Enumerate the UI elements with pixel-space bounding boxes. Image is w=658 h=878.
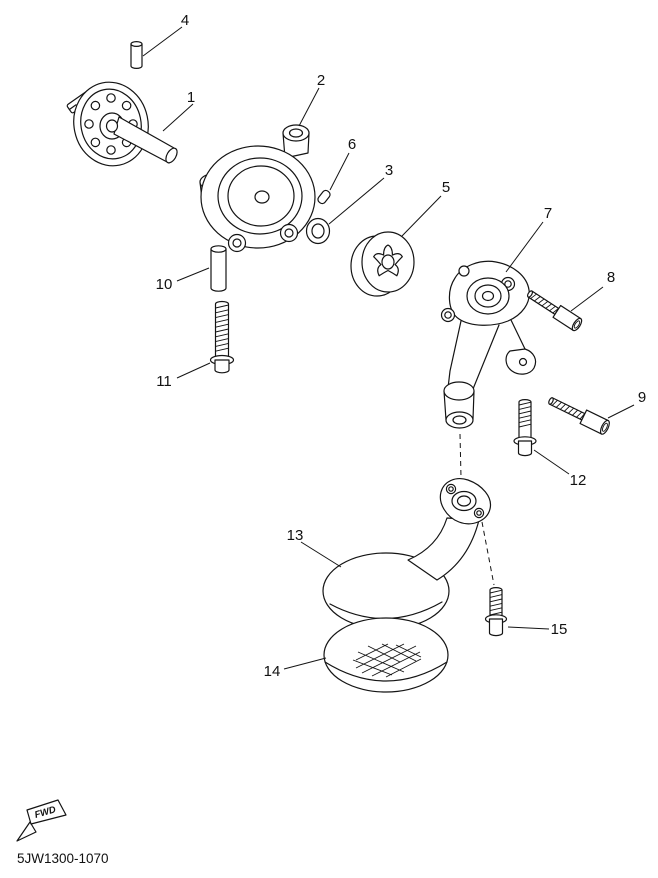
- callout-12: 12: [533, 449, 587, 489]
- callout-9-leader: [607, 404, 635, 419]
- diagram-code: 5JW1300-1070: [17, 851, 109, 866]
- callout-6: 6: [329, 136, 356, 191]
- callout-1: 1: [162, 89, 195, 132]
- callout-4-label: 4: [181, 12, 189, 29]
- callouts: 1 2 3 4 5 6 7 8: [142, 12, 646, 680]
- callout-15-label: 15: [551, 621, 568, 638]
- assembly-dashed-line-pump-to-strainer: [459, 433, 462, 478]
- callout-8-leader: [570, 286, 604, 312]
- part-1-drive-shaft-sprocket: [66, 81, 178, 167]
- callout-14: 14: [264, 657, 327, 680]
- part-5-rotor-assembly: [350, 231, 415, 297]
- part-4-pin: [130, 40, 143, 69]
- callout-5-leader: [401, 195, 442, 237]
- part-15-bolt: [484, 587, 508, 637]
- part-2-pump-housing-cover: [199, 124, 316, 253]
- callout-3-leader: [328, 177, 385, 225]
- callout-14-leader: [283, 657, 327, 670]
- callout-10: 10: [156, 267, 210, 293]
- callout-13-label: 13: [287, 527, 304, 544]
- part-3-washer: [305, 217, 331, 245]
- assembly-dashed-line-strainer-to-bolt: [481, 521, 495, 586]
- callout-15: 15: [507, 621, 568, 638]
- callout-1-leader: [162, 103, 194, 132]
- part-7-pump-body: [440, 260, 537, 429]
- callout-2-label: 2: [317, 72, 325, 89]
- part-13-oil-strainer-body: [322, 478, 492, 630]
- callout-11: 11: [156, 362, 211, 390]
- callout-2-leader: [298, 87, 320, 127]
- callout-8: 8: [570, 269, 615, 312]
- callout-6-label: 6: [348, 136, 356, 153]
- callout-5: 5: [401, 179, 450, 237]
- callout-11-label: 11: [156, 373, 172, 390]
- callout-12-label: 12: [570, 472, 587, 489]
- callout-7-label: 7: [544, 205, 552, 222]
- callout-2: 2: [298, 72, 325, 127]
- part-6-pin: [317, 189, 331, 205]
- callout-10-leader: [176, 267, 210, 282]
- part-11-bolt: [209, 300, 235, 374]
- callout-9: 9: [607, 389, 646, 419]
- part-14-strainer-screen: [323, 617, 449, 693]
- part-9-bolt: [548, 397, 610, 435]
- callout-1-label: 1: [187, 89, 195, 106]
- callout-6-leader: [329, 152, 350, 191]
- callout-4: 4: [142, 12, 189, 57]
- callout-13: 13: [287, 527, 342, 568]
- callout-10-label: 10: [156, 276, 173, 293]
- callout-15-leader: [507, 626, 550, 630]
- callout-3: 3: [328, 162, 393, 225]
- callout-11-leader: [176, 362, 211, 379]
- callout-7: 7: [505, 205, 552, 273]
- callout-3-label: 3: [385, 162, 393, 179]
- fwd-arrowhead-icon: [16, 821, 37, 842]
- part-12-bolt: [513, 399, 537, 457]
- callout-7-leader: [505, 221, 544, 273]
- part-10-dowel-pin: [210, 245, 227, 292]
- callout-13-leader: [300, 541, 342, 568]
- callout-4-leader: [142, 26, 183, 57]
- fwd-marker: FWD: [16, 799, 67, 842]
- fwd-flag: [26, 799, 67, 825]
- callout-8-label: 8: [607, 269, 615, 286]
- callout-14-label: 14: [264, 663, 281, 680]
- callout-9-label: 9: [638, 389, 646, 406]
- callout-12-leader: [533, 449, 570, 475]
- part-8-bolt: [526, 290, 583, 332]
- callout-5-label: 5: [442, 179, 450, 196]
